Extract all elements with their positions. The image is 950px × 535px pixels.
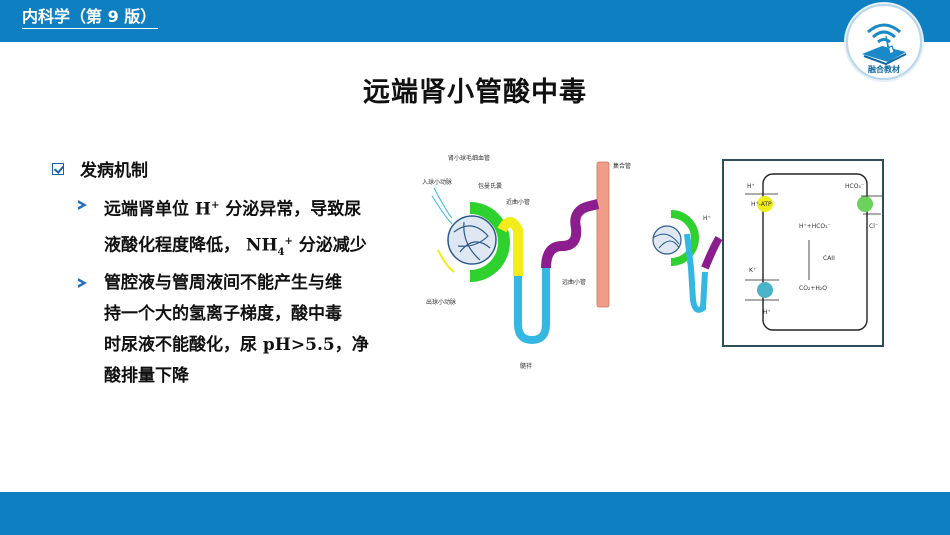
section-heading-text: 发病机制	[80, 161, 148, 181]
svg-text:近曲小管: 近曲小管	[506, 198, 530, 206]
slide-title: 远端肾小管酸中毒	[363, 77, 587, 108]
svg-text:Cl⁻: Cl⁻	[869, 223, 878, 230]
svg-text:H⁺-ATP: H⁺-ATP	[751, 201, 772, 208]
hco3-cl-exchanger	[857, 196, 873, 212]
svg-text:肾小球毛细血管: 肾小球毛细血管	[448, 154, 490, 162]
section-heading: 发病机制	[52, 156, 148, 181]
svg-text:远曲小管: 远曲小管	[562, 278, 586, 286]
glomerulus	[447, 215, 497, 265]
arrow-bullet-icon	[78, 278, 88, 288]
svg-text:K⁺: K⁺	[749, 267, 756, 274]
svg-text:H⁺: H⁺	[703, 215, 711, 222]
arrow-bullet-icon	[78, 200, 88, 210]
svg-text:入球小动脉: 入球小动脉	[422, 178, 452, 186]
svg-text:出球小动脉: 出球小动脉	[426, 298, 456, 306]
nephron-diagram: 肾小球毛细血管 入球小动脉 包曼氏囊 近曲小管 集合管 远曲小管 出球小动脉 髓…	[422, 154, 631, 370]
book-title: 内科学（第 9 版）	[22, 6, 159, 29]
svg-text:集合管: 集合管	[613, 162, 631, 170]
svg-text:HCO₃⁻: HCO₃⁻	[845, 183, 864, 190]
collecting-duct	[596, 161, 610, 308]
distal-cell-diagram: H⁺ H⁺ H⁺-ATP HCO₃⁻ Cl⁻ H⁺+HCO₃⁻ CAII CO₂…	[652, 159, 884, 347]
wifi-book-icon: 融合教材	[862, 23, 907, 74]
h-atpase-pump	[757, 196, 773, 212]
proximal-tubule	[497, 217, 523, 276]
loop-of-henle	[514, 268, 550, 345]
logo-text: 融合教材	[868, 64, 900, 74]
svg-text:H⁺+HCO₃⁻: H⁺+HCO₃⁻	[799, 223, 831, 230]
svg-text:髓袢: 髓袢	[520, 362, 532, 370]
svg-text:H⁺: H⁺	[763, 309, 771, 316]
bullet-text-1: 远端肾单位 H+ 分泌异常，导致尿 液酸化程度降低， NH4+ 分泌减少	[104, 199, 367, 258]
bullet-item-1: 远端肾单位 H+ 分泌异常，导致尿 液酸化程度降低， NH4+ 分泌减少	[78, 190, 394, 268]
checkbox-icon	[52, 162, 64, 175]
svg-text:CO₂+H₂O: CO₂+H₂O	[799, 285, 827, 292]
h-k-pump	[757, 282, 773, 298]
footer-bar	[0, 492, 950, 535]
bullet-text-2: 管腔液与管周液间不能产生与维 持一个大的氢离子梯度，酸中毒 时尿液不能酸化，尿 …	[104, 273, 369, 386]
svg-text:包曼氏囊: 包曼氏囊	[478, 182, 502, 190]
publisher-logo: 融合教材	[846, 4, 922, 80]
header-bar: 内科学（第 9 版）	[0, 0, 950, 42]
cell-membrane	[762, 173, 868, 331]
svg-text:H⁺: H⁺	[747, 183, 755, 190]
bowman-capsule	[469, 202, 510, 282]
svg-text:CAII: CAII	[823, 255, 835, 262]
distal-tubule	[541, 199, 600, 269]
bullet-item-2: 管腔液与管周液间不能产生与维 持一个大的氢离子梯度，酸中毒 时尿液不能酸化，尿 …	[78, 268, 394, 392]
